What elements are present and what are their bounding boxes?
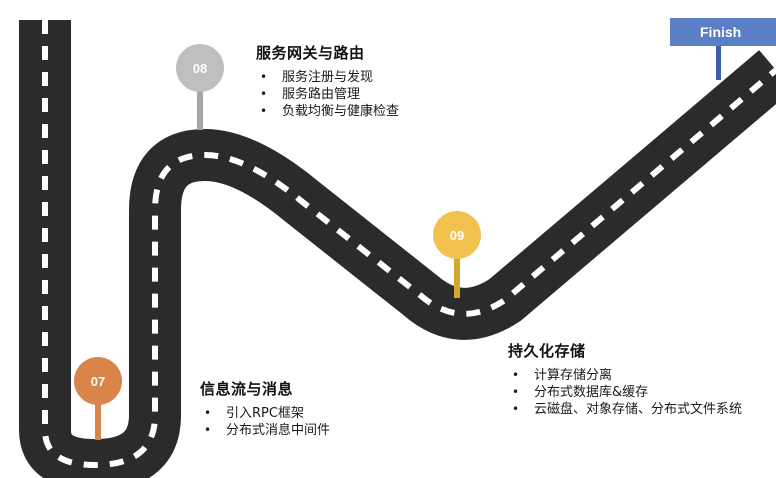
section-messaging: 信息流与消息 引入RPC框架 分布式消息中间件 (200, 378, 330, 439)
milestone-07-number: 07 (91, 374, 105, 389)
milestone-09-circle (433, 211, 481, 259)
section-title: 信息流与消息 (200, 380, 294, 398)
section-title: 持久化存储 (508, 342, 586, 360)
milestone-08-number: 08 (193, 61, 207, 76)
milestone-08: 08 (176, 44, 224, 130)
road-lane-markings (42, 20, 776, 469)
milestone-07-pole (95, 395, 101, 440)
list-item: 服务路由管理 (256, 86, 399, 103)
finish-label: Finish (700, 24, 741, 40)
section-list: 计算存储分离 分布式数据库&缓存 云磁盘、对象存储、分布式文件系统 (508, 367, 742, 418)
list-item: 分布式数据库&缓存 (508, 384, 742, 401)
section-title: 服务网关与路由 (256, 44, 365, 62)
list-item: 分布式消息中间件 (200, 422, 330, 439)
list-item: 负载均衡与健康检查 (256, 103, 399, 120)
milestone-07-circle (74, 357, 122, 405)
milestone-09-number: 09 (450, 228, 464, 243)
section-list: 引入RPC框架 分布式消息中间件 (200, 405, 330, 439)
list-item: 云磁盘、对象存储、分布式文件系统 (508, 401, 742, 418)
section-list: 服务注册与发现 服务路由管理 负载均衡与健康检查 (256, 69, 399, 120)
milestone-07: 07 (74, 357, 122, 440)
list-item: 服务注册与发现 (256, 69, 399, 86)
finish-flag: Finish (670, 18, 776, 80)
finish-sign (670, 18, 776, 46)
section-persistent-storage: 持久化存储 计算存储分离 分布式数据库&缓存 云磁盘、对象存储、分布式文件系统 (508, 340, 742, 418)
milestone-08-pole (197, 85, 203, 130)
milestone-09: 09 (433, 211, 481, 298)
list-item: 计算存储分离 (508, 367, 742, 384)
milestone-09-pole (454, 250, 460, 298)
milestone-08-circle (176, 44, 224, 92)
section-service-gateway: 服务网关与路由 服务注册与发现 服务路由管理 负载均衡与健康检查 (256, 42, 399, 120)
finish-pole (716, 40, 721, 80)
list-item: 引入RPC框架 (200, 405, 330, 422)
